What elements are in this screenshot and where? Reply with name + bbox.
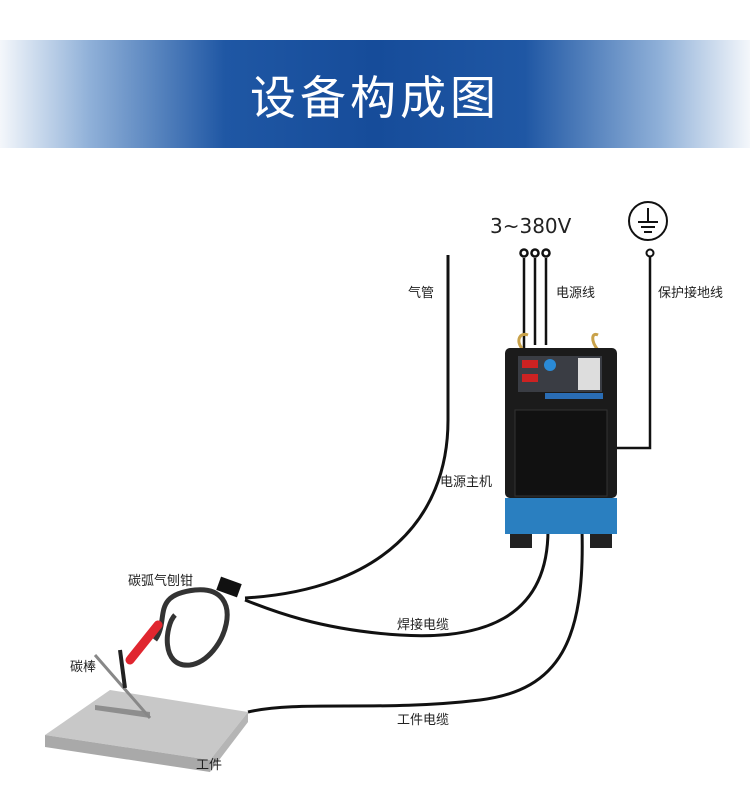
torch-handle [125,620,163,665]
power-unit-label: 电源主机 [440,475,493,490]
ground-icon [608,201,668,450]
gas-pipe [244,255,450,600]
welding-machine [505,332,617,548]
carbon-rod-label: 碳棒 [70,660,97,675]
welding-cable-label: 焊接电缆 [397,618,450,633]
torch-hose [152,587,230,668]
power-line-label: 电源线 [556,286,596,301]
gouging-torch-label: 碳弧气刨钳 [128,574,194,589]
work-cable-label: 工件电缆 [397,713,450,728]
page-title: 设备构成图 [250,71,500,125]
voltage-label: 3~380V [490,214,572,238]
carbon-rod [93,654,152,719]
welding-cable [244,529,550,638]
work-cable [247,529,584,714]
power-lines [519,248,551,350]
torch-jaw [118,649,127,689]
torch-connector [216,576,242,598]
title-banner [0,40,750,148]
gas-pipe-label: 气管 [408,286,435,301]
workpiece-plate [45,690,248,772]
ground-line-label: 保护接地线 [658,286,724,301]
workpiece-label: 工件 [196,758,223,773]
